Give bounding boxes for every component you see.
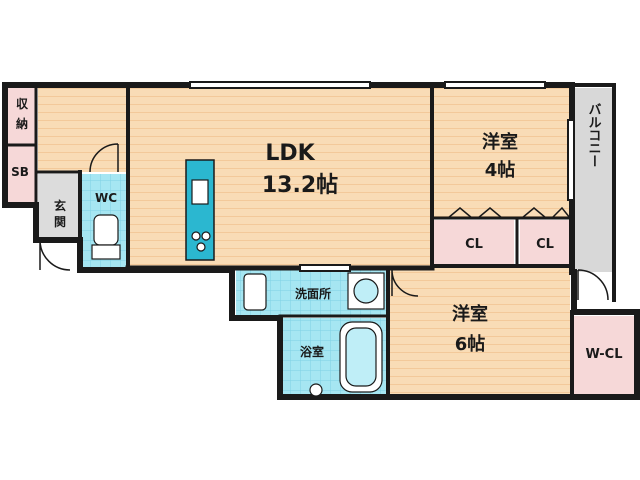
- walls: [2, 82, 640, 400]
- kitchen: [185, 159, 215, 261]
- window-wash-top: [299, 264, 351, 272]
- closet-a-label: CL: [465, 237, 483, 252]
- walk-in-label: W-CL: [586, 347, 623, 362]
- balcony-label: バルコニー: [586, 103, 602, 168]
- toilet-icon: [91, 214, 121, 260]
- window-ldk-top: [189, 81, 371, 89]
- door-swing-icon: [521, 206, 571, 219]
- door-swing-icon: [391, 269, 419, 297]
- entrance-floor: [38, 174, 80, 238]
- bathroom-label: 浴室: [300, 344, 324, 359]
- door-swing-icon: [39, 239, 71, 271]
- entrance-label-2: 関: [54, 215, 66, 229]
- door-swing-icon: [447, 207, 503, 219]
- toilet-label: WC: [95, 191, 117, 205]
- washroom-label: 洗面所: [295, 286, 331, 301]
- closet-b-floor: [520, 220, 570, 264]
- western4-size: 4帖: [485, 159, 516, 181]
- window-western4-right: [567, 119, 575, 201]
- stove-icon: [191, 231, 211, 252]
- closet-a-floor: [434, 220, 514, 264]
- door-swing-icon: [577, 269, 609, 301]
- bathtub-inner: [345, 327, 377, 387]
- washbasin-icon: [243, 273, 267, 311]
- storage-floor: [8, 88, 36, 144]
- fixtures: [91, 214, 385, 397]
- walk-in-floor: [574, 316, 634, 394]
- western-6-floor: [390, 268, 570, 396]
- balcony-floor: [574, 88, 612, 272]
- ldk-size: 13.2帖: [262, 173, 338, 198]
- western4-name: 洋室: [482, 131, 518, 153]
- windows: [189, 81, 575, 272]
- doors: [39, 143, 609, 301]
- balcony-wall: [570, 83, 616, 302]
- ldk-name: LDK: [265, 141, 315, 166]
- western6-name: 洋室: [452, 303, 488, 325]
- washing-machine-drum: [353, 278, 379, 304]
- door-swing-icon: [89, 143, 119, 173]
- entrance-label-1: 玄: [54, 198, 66, 213]
- window-western4-top: [444, 81, 546, 89]
- outer-wall: [2, 82, 640, 400]
- drain-icon: [309, 383, 323, 397]
- ldk-floor: [130, 88, 430, 268]
- western-4-floor: [432, 88, 570, 218]
- shoebox-floor: [8, 146, 36, 202]
- labels: LDK 13.2帖 洋室 4帖 洋室 6帖 CL CL W-CL 収 納 SB …: [11, 97, 622, 362]
- shoebox-label: SB: [11, 165, 29, 179]
- closet-b-label: CL: [536, 237, 554, 252]
- sink-icon: [191, 179, 209, 205]
- western6-size: 6帖: [455, 333, 486, 355]
- storage-label-2: 納: [16, 116, 28, 131]
- hall-floor: [38, 88, 130, 172]
- storage-label-1: 収: [16, 97, 29, 111]
